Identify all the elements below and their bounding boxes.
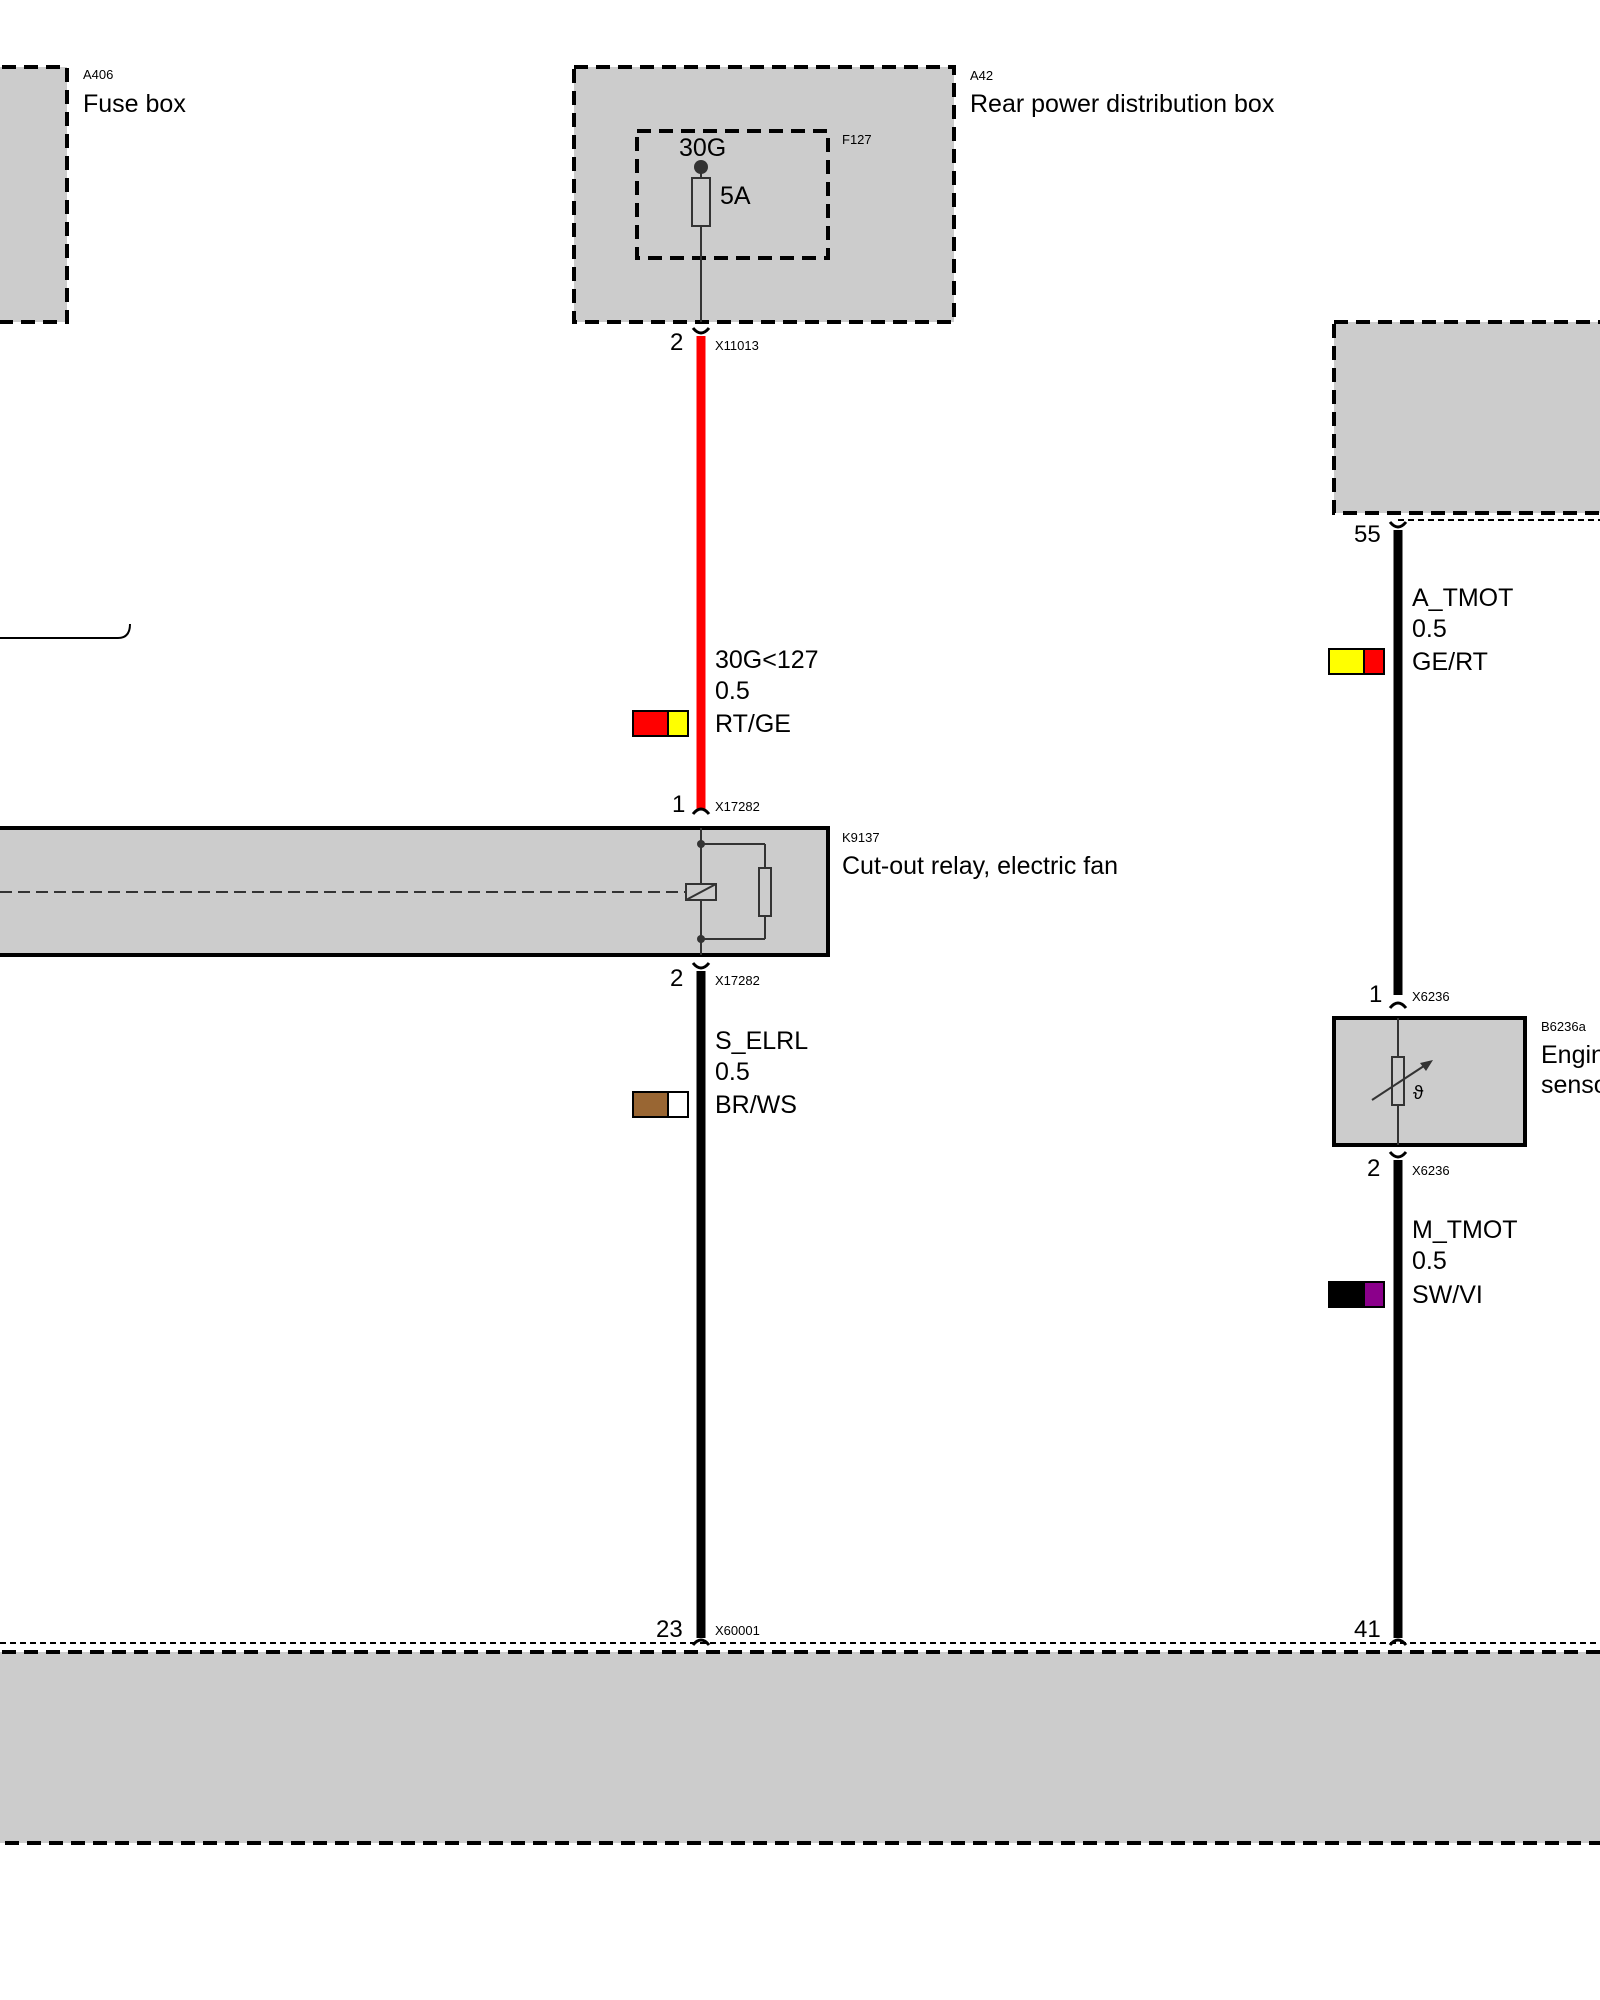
connector-x17282-bottom-icon [691,962,711,970]
x60001-pin: 23 [656,1616,683,1643]
rear-power-distribution-box[interactable]: A42 Rear power distribution box F127 30G… [572,65,1275,324]
x6236-bottom-id: X6236 [1412,1163,1450,1178]
fuse-f127-box [635,129,830,260]
sensor-ref: B6236a [1541,1019,1587,1034]
wire-s-elrl-label: S_ELRL 0.5 BR/WS [632,1027,808,1119]
fuse-terminal-label: 30G [679,134,726,162]
fuse-box-ref: A406 [83,67,113,82]
relay-name: Cut-out relay, electric fan [842,852,1118,880]
pin-55: 55 [1354,521,1381,548]
color-swatch-sw [1328,1281,1365,1308]
x17282-top-pin: 1 [672,791,685,818]
variable-arrow-icon [1371,1061,1431,1101]
partial-wire-left [0,623,131,639]
wire-30g-127-label: 30G<127 0.5 RT/GE [632,646,819,738]
svg-text:GE/RT: GE/RT [1412,648,1488,676]
connector-x6236-top-icon [1388,1001,1408,1009]
connector-55-icon [1388,521,1408,529]
engine-control-unit-top[interactable] [1332,320,1600,515]
color-swatch-ws [667,1091,689,1118]
svg-text:0.5: 0.5 [715,677,750,705]
sensor-name-line2: senso [1541,1071,1600,1099]
svg-text:0.5: 0.5 [1412,615,1447,643]
x6236-top-id: X6236 [1412,989,1450,1004]
svg-text:0.5: 0.5 [1412,1247,1447,1275]
control-unit-bottom[interactable] [0,1650,1600,1845]
wire-a-tmot-label: A_TMOT 0.5 GE/RT [1328,584,1513,676]
x6236-top-pin: 1 [1369,981,1382,1008]
wire-m-tmot-label: M_TMOT 0.5 SW/VI [1328,1216,1518,1309]
svg-text:SW/VI: SW/VI [1412,1281,1483,1309]
sensor-name-line1: Engin [1541,1041,1600,1069]
fuse-ref: F127 [842,132,872,147]
svg-text:RT/GE: RT/GE [715,710,791,738]
connector-x11013-icon [691,327,711,335]
x17282-bottom-pin: 2 [670,965,683,992]
relay-resistor-icon [758,867,772,917]
engine-temperature-sensor-component[interactable]: ϑ B6236a Engin senso [1332,1016,1600,1147]
color-swatch-vi [1363,1281,1385,1308]
color-swatch-ge [667,710,689,737]
svg-text:30G<127: 30G<127 [715,646,819,674]
fuse-box-name: Fuse box [83,90,186,118]
relay-ref: K9137 [842,830,880,845]
x6236-bottom-pin: 2 [1367,1155,1380,1182]
color-swatch-rt-2 [1363,648,1385,675]
svg-text:0.5: 0.5 [715,1058,750,1086]
connector-x6236-bottom-icon [1388,1151,1408,1159]
color-swatch-br [632,1091,669,1118]
x11013-id: X11013 [715,338,759,353]
x60001-id: X60001 [715,1623,760,1638]
color-swatch-ge-2 [1328,648,1365,675]
x11013-pin: 2 [670,329,683,356]
rear-pdb-ref: A42 [970,68,993,83]
svg-text:M_TMOT: M_TMOT [1412,1216,1518,1244]
svg-text:BR/WS: BR/WS [715,1091,797,1119]
x17282-bottom-id: X17282 [715,973,760,988]
rear-pdb-name: Rear power distribution box [970,90,1275,118]
pin-41: 41 [1354,1616,1381,1643]
x17282-top-id: X17282 [715,799,760,814]
svg-text:S_ELRL: S_ELRL [715,1027,808,1055]
connector-x17282-top-icon [691,807,711,815]
svg-text:A_TMOT: A_TMOT [1412,584,1513,612]
theta-symbol: ϑ [1413,1083,1424,1104]
color-swatch-rt [632,710,669,737]
fuse-rating: 5A [720,182,751,210]
fuse-box-component[interactable]: A406 Fuse box [0,65,186,324]
cut-out-relay-component[interactable]: K9137 Cut-out relay, electric fan [0,826,1118,957]
fuse-icon [691,177,711,227]
